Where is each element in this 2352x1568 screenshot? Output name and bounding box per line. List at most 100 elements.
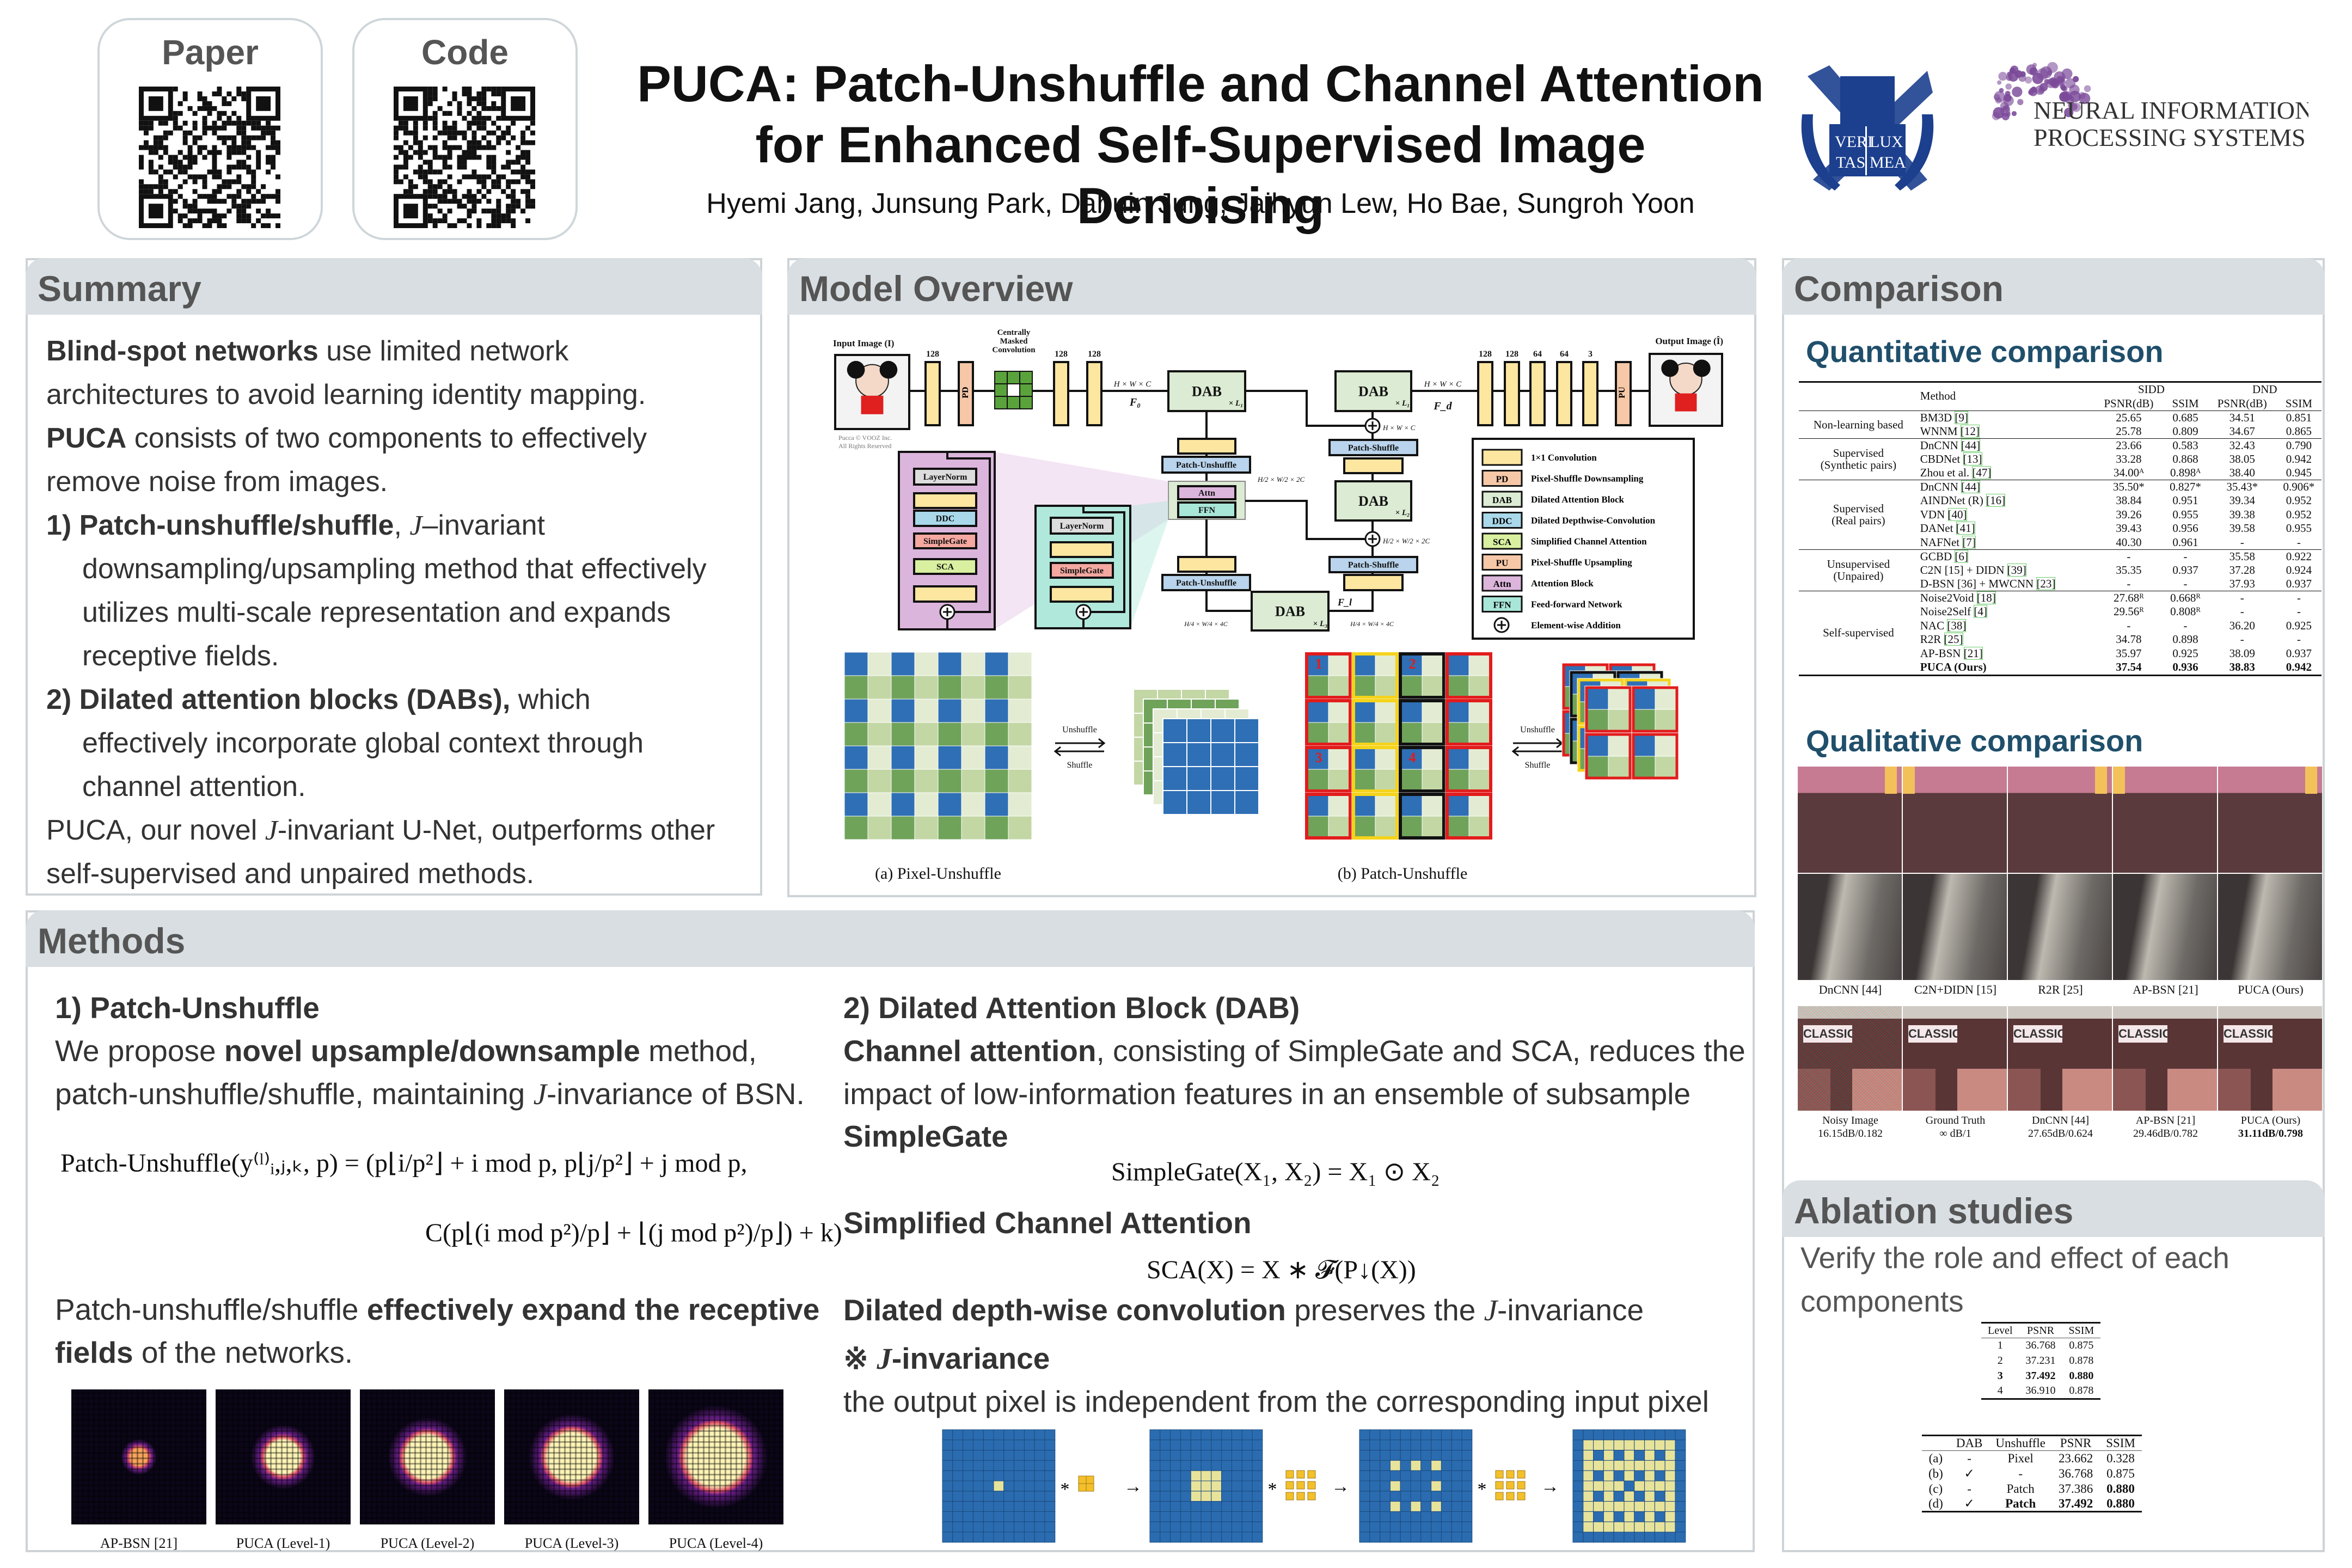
j-invariance-grid-cell — [1634, 1480, 1645, 1492]
j-invariance-grid-cell — [1190, 1511, 1202, 1522]
qr-module — [481, 120, 487, 126]
value-cell: - — [2127, 577, 2131, 590]
value-cell: 0.936 — [2172, 660, 2198, 674]
qr-module — [501, 135, 506, 140]
qr-module — [437, 184, 443, 189]
qr-module — [520, 135, 526, 140]
citation-link[interactable]: [6] — [1955, 549, 1968, 563]
text: -invariance — [1497, 1293, 1644, 1327]
qualitative-crop: CLASSIC — [1903, 1006, 2007, 1111]
qr-module — [394, 125, 399, 131]
j-invariance-grid-cell — [1613, 1480, 1625, 1492]
qr-module — [217, 111, 222, 116]
paper-qr-code[interactable] — [138, 87, 281, 228]
method-name: VDN — [1920, 507, 1945, 521]
j-invariance-grid-cell — [1431, 1460, 1442, 1471]
j-invariance-grid-cell — [1410, 1450, 1422, 1461]
qr-module — [467, 101, 472, 106]
qr-module — [403, 150, 408, 155]
panel-left — [2218, 1069, 2251, 1111]
citation-link[interactable]: [47] — [1972, 466, 1992, 479]
citation-link[interactable]: [25] — [1944, 633, 1963, 646]
qualitative-caption: PUCA (Ours) — [2240, 1114, 2301, 1126]
qr-module — [187, 160, 193, 165]
citation-link[interactable]: [23] — [2036, 577, 2056, 590]
value-cell: 0.808ᴿ — [2170, 605, 2201, 618]
citation-link[interactable]: [12] — [1960, 424, 1980, 438]
qr-module — [241, 96, 247, 101]
citation-link[interactable]: [21] — [1963, 646, 1983, 660]
qr-module — [187, 218, 193, 224]
yellow-stripe — [2095, 767, 2107, 794]
citation-link[interactable]: [7] — [1962, 535, 1976, 549]
qr-module — [231, 199, 237, 204]
qr-module — [212, 209, 217, 214]
qr-module — [241, 125, 247, 131]
code-qr-card[interactable]: Code — [352, 18, 578, 240]
qr-module — [266, 194, 271, 199]
qr-module — [256, 150, 261, 155]
logo-text: VERI — [1835, 133, 1873, 151]
citation-link[interactable]: [39] — [2007, 563, 2026, 577]
citation-link[interactable]: [41] — [1956, 522, 1975, 535]
citation-link[interactable]: [16] — [1986, 494, 2006, 507]
citation-link[interactable]: [18] — [1976, 591, 1996, 604]
qualitative-caption: Ground Truth — [1925, 1114, 1986, 1126]
method-name: NAC — [1920, 618, 1945, 632]
qr-module — [437, 169, 443, 175]
qr-module — [236, 189, 242, 194]
qr-module — [212, 150, 217, 155]
paper-qr-card[interactable]: Paper — [97, 18, 323, 240]
j-invariance-grid-cell — [1431, 1532, 1442, 1543]
citation-link[interactable]: [40] — [1947, 507, 1967, 521]
citation-link[interactable]: [13] — [1963, 452, 1982, 465]
qr-module — [422, 120, 428, 126]
citation-link[interactable]: [44] — [1961, 438, 1981, 452]
qr-module — [467, 140, 472, 145]
qr-module — [427, 145, 433, 150]
qr-module — [491, 160, 497, 165]
qr-module — [413, 169, 418, 175]
j-invariance-grid-cell — [1003, 1491, 1015, 1502]
citation-link[interactable]: [9] — [1955, 411, 1968, 424]
citation-link[interactable]: [38] — [1947, 618, 1967, 632]
j-invariance-grid-cell — [1400, 1460, 1411, 1471]
qr-module — [427, 101, 433, 106]
citation-link[interactable]: [44] — [1961, 480, 1981, 493]
qr-module — [217, 87, 222, 91]
qr-module — [462, 130, 467, 136]
qr-module — [207, 106, 212, 111]
qr-module — [398, 145, 403, 150]
j-invariance-grid-cell — [1211, 1470, 1222, 1481]
qr-module — [177, 184, 183, 189]
j-invariance-grid-cell — [1170, 1450, 1181, 1461]
value-cell: Patch — [2006, 1481, 2035, 1496]
kernel-cell — [1495, 1470, 1504, 1479]
j-invariance-grid-cell — [1675, 1521, 1686, 1533]
qr-module — [212, 125, 217, 131]
j-invariance-grid-cell — [1431, 1450, 1442, 1461]
j-invariance-grid-cell — [1664, 1501, 1676, 1512]
qr-module — [241, 213, 247, 219]
qr-module — [241, 130, 247, 136]
qr-module — [481, 174, 487, 180]
qr-module — [496, 213, 501, 219]
qr-module — [511, 160, 516, 165]
qr-module — [231, 120, 237, 126]
value-cell: 0.583 — [2172, 438, 2198, 452]
qr-module — [158, 135, 163, 140]
qr-module — [471, 174, 477, 180]
j-invariance-grid-cell — [1400, 1450, 1411, 1461]
j-invariance-grid-cell — [942, 1450, 953, 1461]
code-qr-code[interactable] — [393, 87, 536, 228]
yellow-stripe — [1903, 767, 1915, 794]
value-cell: - — [2240, 591, 2244, 604]
logo-dot — [2026, 64, 2037, 75]
qr-module — [467, 194, 472, 199]
citation-link[interactable]: [4] — [1974, 605, 1987, 618]
qr-module — [192, 204, 198, 209]
qr-module — [182, 120, 188, 126]
qr-module — [442, 179, 448, 185]
